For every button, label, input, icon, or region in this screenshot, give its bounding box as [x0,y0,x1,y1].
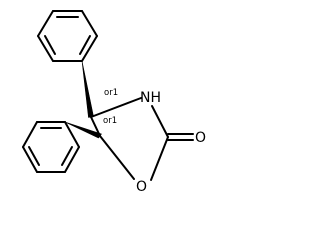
phenyl-ring-lower [22,121,80,173]
stereo-label-c5: or1 [103,116,117,126]
aromatic-inner-bond [44,35,56,55]
atom-label-o-carbonyl: O [195,130,206,146]
bond [81,35,98,62]
bond [22,121,38,148]
bond-c2-o-ring [150,136,169,181]
bond [64,121,80,148]
bond [37,35,54,62]
phenyl-ring-upper [37,10,98,62]
bond [37,10,54,37]
bond [64,146,80,173]
bond [22,146,38,173]
stereo-label-c4: or1 [104,88,118,98]
bond-c4-n [90,97,142,118]
bond-n-c2 [151,105,169,138]
aromatic-inner-bond [79,35,91,55]
oxazolidinone-ring [90,97,194,181]
aromatic-inner-bond [28,146,40,166]
atom-label-o-ring: O [136,179,147,195]
bond-c4-c5 [90,116,101,137]
atom-label-nh: NH [140,90,161,106]
chemical-structure: NH O O or1 or1 [22,10,206,195]
aromatic-inner-bond [61,146,73,166]
bond [81,10,98,37]
bond-o-ring-c5 [99,135,135,180]
wedge-bond-c4-phenyl [81,60,94,118]
